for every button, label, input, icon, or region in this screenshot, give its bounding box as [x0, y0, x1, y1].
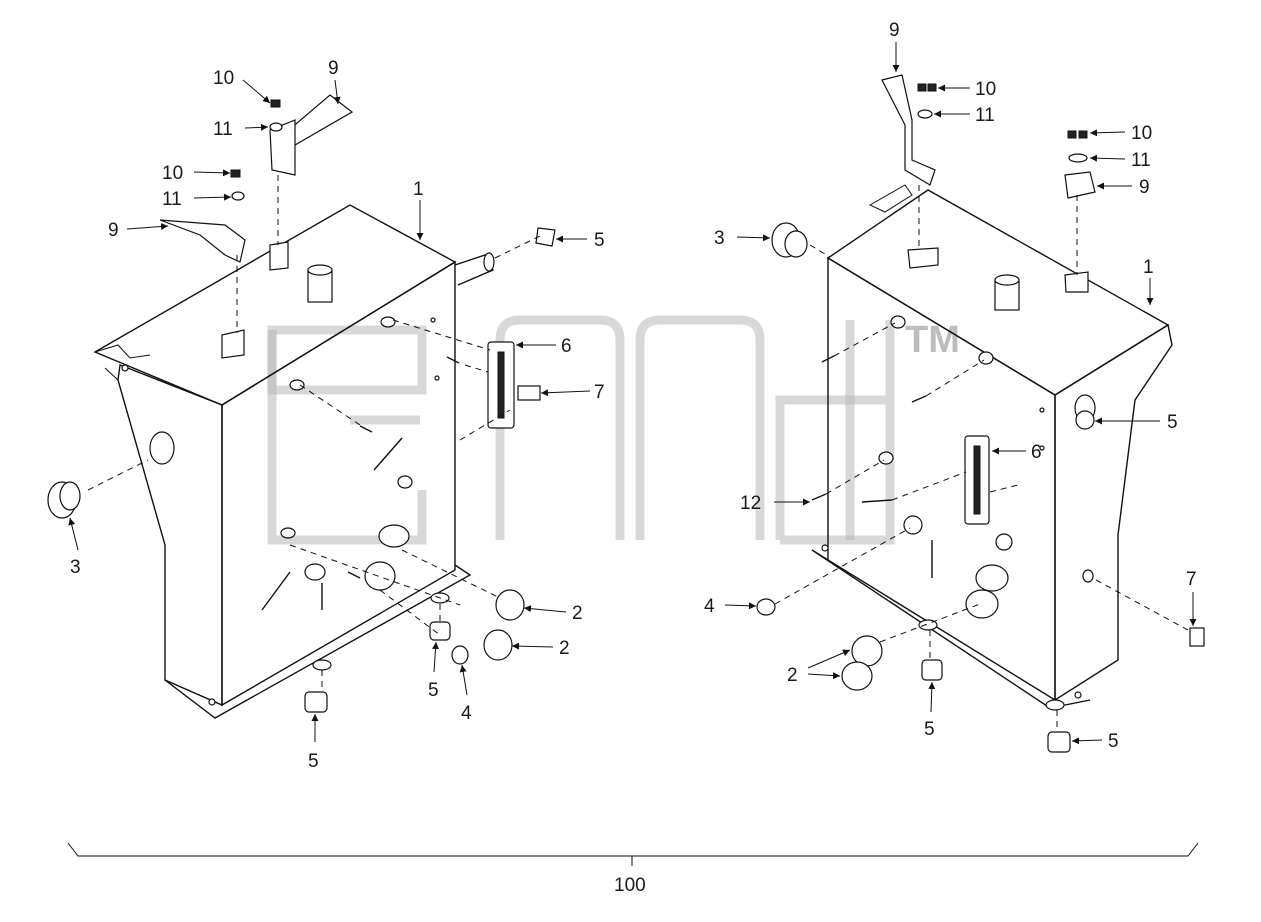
callout-L-11b: 11 — [162, 189, 232, 210]
right-tank-body — [811, 184, 1173, 711]
callout-label: 2 — [559, 638, 570, 659]
callout-R-11a: 11 — [934, 105, 995, 126]
callout-R-5a: 5 — [1095, 412, 1178, 433]
callout-label: 4 — [461, 703, 472, 724]
callout-label: 10 — [162, 163, 183, 184]
callout-L-5b: 5 — [428, 641, 440, 701]
callout-label: 3 — [70, 557, 81, 578]
callout-label: 9 — [328, 58, 339, 79]
callout-label: 5 — [924, 719, 935, 740]
callout-R-2: 2 — [787, 649, 851, 686]
callout-label: 9 — [1139, 177, 1150, 198]
callout-L-9a: 9 — [328, 58, 341, 105]
callout-label: 11 — [975, 105, 995, 126]
assembly-bracket: 100 — [67, 842, 1199, 896]
watermark-tm: TM — [905, 319, 960, 361]
callout-R-9a: 9 — [889, 20, 900, 72]
callout-L-4: 4 — [459, 664, 472, 724]
callout-L-10a: 10 — [213, 68, 271, 104]
callout-label: 9 — [108, 220, 119, 241]
callout-label: 5 — [428, 680, 439, 701]
left-brackets — [159, 94, 354, 359]
callout-R-10b: 10 — [1089, 123, 1152, 144]
callout-label: 10 — [975, 79, 996, 100]
callout-label: 6 — [1031, 442, 1042, 463]
callout-label: 9 — [889, 20, 900, 41]
callout-label: 1 — [1143, 257, 1154, 278]
left-dashed-paths — [87, 175, 541, 692]
callout-L-7: 7 — [540, 382, 605, 403]
left-fittings — [47, 227, 556, 713]
callout-L-6: 6 — [516, 336, 572, 357]
callout-R-10a: 10 — [938, 79, 996, 100]
callout-label: 1 — [413, 179, 424, 200]
callout-L-10b: 10 — [162, 163, 231, 184]
watermark-logo: TM — [267, 315, 960, 545]
callout-L-9b: 9 — [108, 220, 169, 241]
callout-label: 7 — [1186, 569, 1197, 590]
callout-R-7: 7 — [1186, 569, 1197, 626]
callout-R-3: 3 — [714, 228, 771, 249]
callout-label: 4 — [704, 596, 715, 617]
callout-label: 2 — [572, 603, 583, 624]
right-dashed-paths — [774, 185, 1189, 732]
left-tank-body — [93, 204, 495, 719]
callout-R-4: 4 — [704, 596, 757, 617]
callout-label: 5 — [1167, 412, 1178, 433]
callout-label: 12 — [740, 493, 761, 514]
callout-label: 10 — [213, 68, 234, 89]
callout-label: 3 — [714, 228, 725, 249]
callout-label: 5 — [594, 230, 605, 251]
right-brackets — [881, 74, 1096, 293]
callout-R-11b: 11 — [1089, 150, 1151, 171]
callout-label: 5 — [1108, 731, 1119, 752]
callout-L-2a: 2 — [523, 603, 583, 624]
callouts: 1 2 2 3 4 5 5 5 6 7 9 9 10 10 11 11 — [68, 20, 1197, 772]
callout-L-2b: 2 — [511, 638, 570, 659]
callout-L-1: 1 — [413, 179, 424, 240]
callout-R-5b: 5 — [924, 681, 936, 740]
callout-L-3: 3 — [68, 517, 81, 578]
assembly-label: 100 — [614, 875, 646, 896]
callout-label: 11 — [213, 119, 233, 140]
callout-label: 10 — [1131, 123, 1152, 144]
callout-label: 11 — [162, 189, 182, 210]
callout-label: 7 — [594, 382, 605, 403]
right-fittings — [756, 222, 1205, 753]
callout-label: 11 — [1131, 150, 1151, 171]
callout-label: 6 — [561, 336, 572, 357]
callout-R-12: 12 — [740, 493, 810, 514]
callout-L-5c: 5 — [308, 714, 319, 772]
callout-R-5c: 5 — [1071, 731, 1119, 752]
callout-L-5a: 5 — [556, 230, 605, 251]
callout-label: 2 — [787, 665, 798, 686]
callout-R-1: 1 — [1143, 257, 1154, 305]
callout-label: 5 — [308, 751, 319, 772]
callout-R-6: 6 — [992, 442, 1042, 463]
callout-L-11a: 11 — [213, 119, 269, 140]
callout-R-9b: 9 — [1097, 177, 1150, 198]
